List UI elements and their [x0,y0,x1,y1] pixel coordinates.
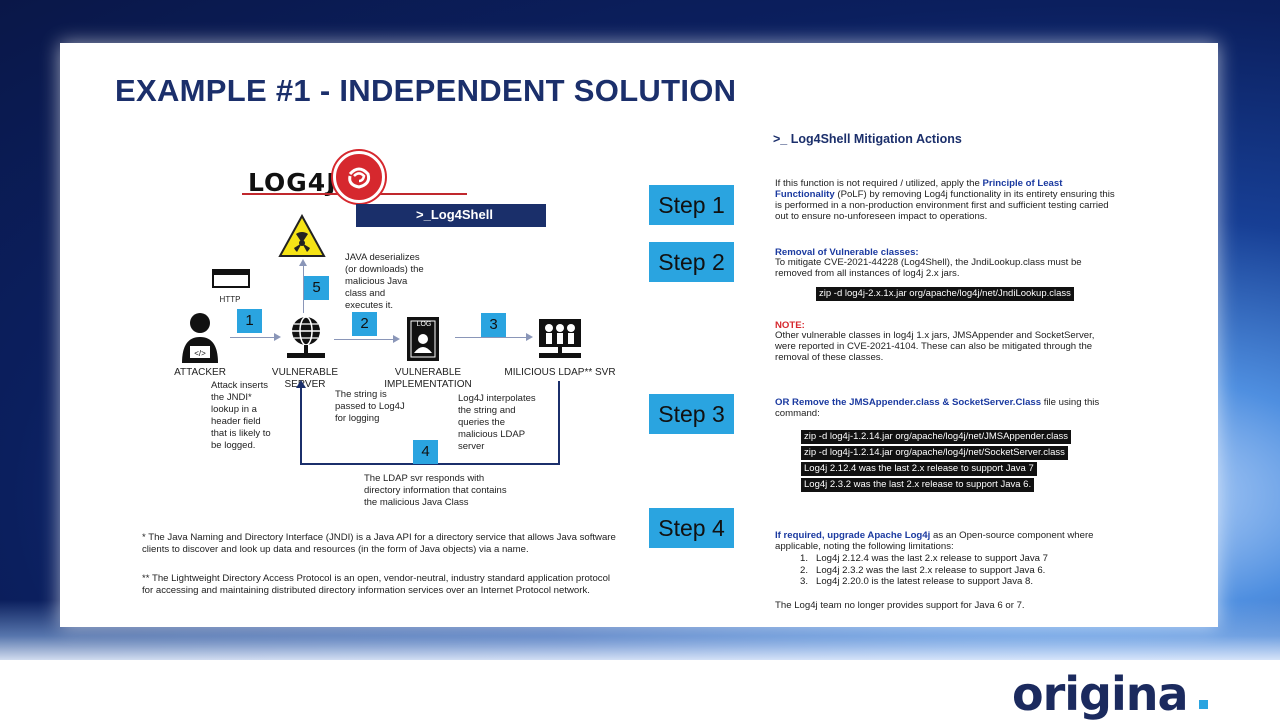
arrow-5 [303,265,304,313]
list-item: 1.Log4j 2.12.4 was the last 2.x release … [800,553,1048,564]
step-3-label: Step 3 [649,394,734,434]
arrow-3-head [526,333,533,341]
return-line-bottom [300,463,560,465]
step2-heading: Removal of Vulnerable classes: [775,247,919,258]
step-4-label: Step 4 [649,508,734,548]
step4-heading: If required, upgrade Apache Log4j as an … [775,530,1120,552]
slide: EXAMPLE #1 - INDEPENDENT SOLUTION LOG4J … [60,43,1218,627]
log4shell-banner: >_Log4Shell [356,204,546,227]
step-number-4: 4 [413,440,438,464]
note-body: Other vulnerable classes in log4j 1.x ja… [775,330,1095,363]
radioactive-warning-icon [278,213,326,263]
svg-text:</>: </> [194,349,206,358]
step4-footer: The Log4j team no longer provides suppor… [775,600,1025,611]
arrow-3 [455,337,527,338]
step1-text-post: (PoLF) by removing Log4j functionality i… [775,189,1115,222]
return-line-left [300,387,302,465]
log-book-label: LOG [416,321,432,328]
step3-heading-bold: OR Remove the JMSAppender.class & Socket… [775,397,1042,408]
list-item: 2.Log4j 2.3.2 was the last 2.x release t… [800,564,1046,576]
step3-command-1: zip -d log4j-1.2.14.jar org/apache/log4j… [801,430,1072,444]
step2-body: To mitigate CVE-2021-44228 (Log4Shell), … [775,257,1082,279]
footnote-ldap: ** The Lightweight Directory Access Prot… [142,573,611,596]
origina-logo-dot [1199,700,1208,709]
step3-heading-rest: file using this command: [775,397,1100,419]
step3-command-2: zip -d log4j-1.2.14.jar org/apache/log4j… [801,446,1068,460]
http-label: HTTP [219,295,241,304]
slide-title: EXAMPLE #1 - INDEPENDENT SOLUTION [115,73,737,108]
arrow-5-head [299,259,307,266]
step-2-label: Step 2 [649,242,734,282]
step-number-5: 5 [304,276,329,300]
interpolate-description: Log4J interpolates the string and querie… [458,393,536,452]
mitigation-heading: >_ Log4Shell Mitigation Actions [773,132,962,146]
origina-logo: origina [1012,667,1189,721]
step4-heading-bold: If required, upgrade Apache Log4j [775,530,931,541]
return-arrow-head [296,380,306,388]
arrow-1-head [274,333,281,341]
arrow-2-head [393,335,400,343]
arrow-2 [334,339,394,340]
log4j-logo-text: LOG4J [248,168,337,197]
arrow-1 [230,337,276,338]
note-label: NOTE: [775,320,805,331]
step4-heading-rest: as an Open-source component where applic… [775,530,1094,552]
malicious-ldap-label: MILICIOUS LDAP** SVR [504,367,616,378]
java-deserialize-description: JAVA deserializes (or downloads) the mal… [345,252,424,311]
step3-heading: OR Remove the JMSAppender.class & Socket… [775,397,1120,419]
attacker-label: ATTACKER [174,367,226,378]
attacker-icon: </> [177,311,223,368]
step-number-1: 1 [237,309,262,333]
string-passed-description: The string is passed to Log4J for loggin… [335,389,405,424]
return-line-right [558,381,560,465]
step2-command: zip -d log4j-2.x.1x.jar org/apache/log4j… [816,287,1074,301]
step4-limitations-list: 1.Log4j 2.12.4 was the last 2.x release … [800,553,1048,588]
step3-command-3: Log4j 2.12.4 was the last 2.x release to… [801,462,1037,476]
step-number-3: 3 [481,313,506,337]
polf-link[interactable]: Principle of Least Functionality [775,178,1063,200]
http-request-icon [212,269,250,294]
step3-command-4: Log4j 2.3.2 was the last 2.x release to … [801,478,1035,492]
ldap-response-description: The LDAP svr responds with directory inf… [364,473,507,508]
step1-text-pre: If this function is not required / utili… [775,178,983,189]
step1-text: If this function is not required / utili… [775,178,1120,222]
vulnerable-implementation-label: VULNERABLE IMPLEMENTATION [384,367,472,390]
step-number-2: 2 [352,312,377,336]
step-1-label: Step 1 [649,185,734,225]
log4j-logo-icon [333,151,385,203]
attacker-description: Attack inserts the JNDI* lookup in a hea… [211,380,271,451]
vulnerable-server-icon [283,315,329,368]
malicious-ldap-server-icon [535,313,585,368]
footnote-jndi: * The Java Naming and Directory Interfac… [142,532,616,555]
vulnerable-implementation-icon [403,315,443,368]
list-item: 3.Log4j 2.20.0 is the latest release to … [800,576,1034,587]
